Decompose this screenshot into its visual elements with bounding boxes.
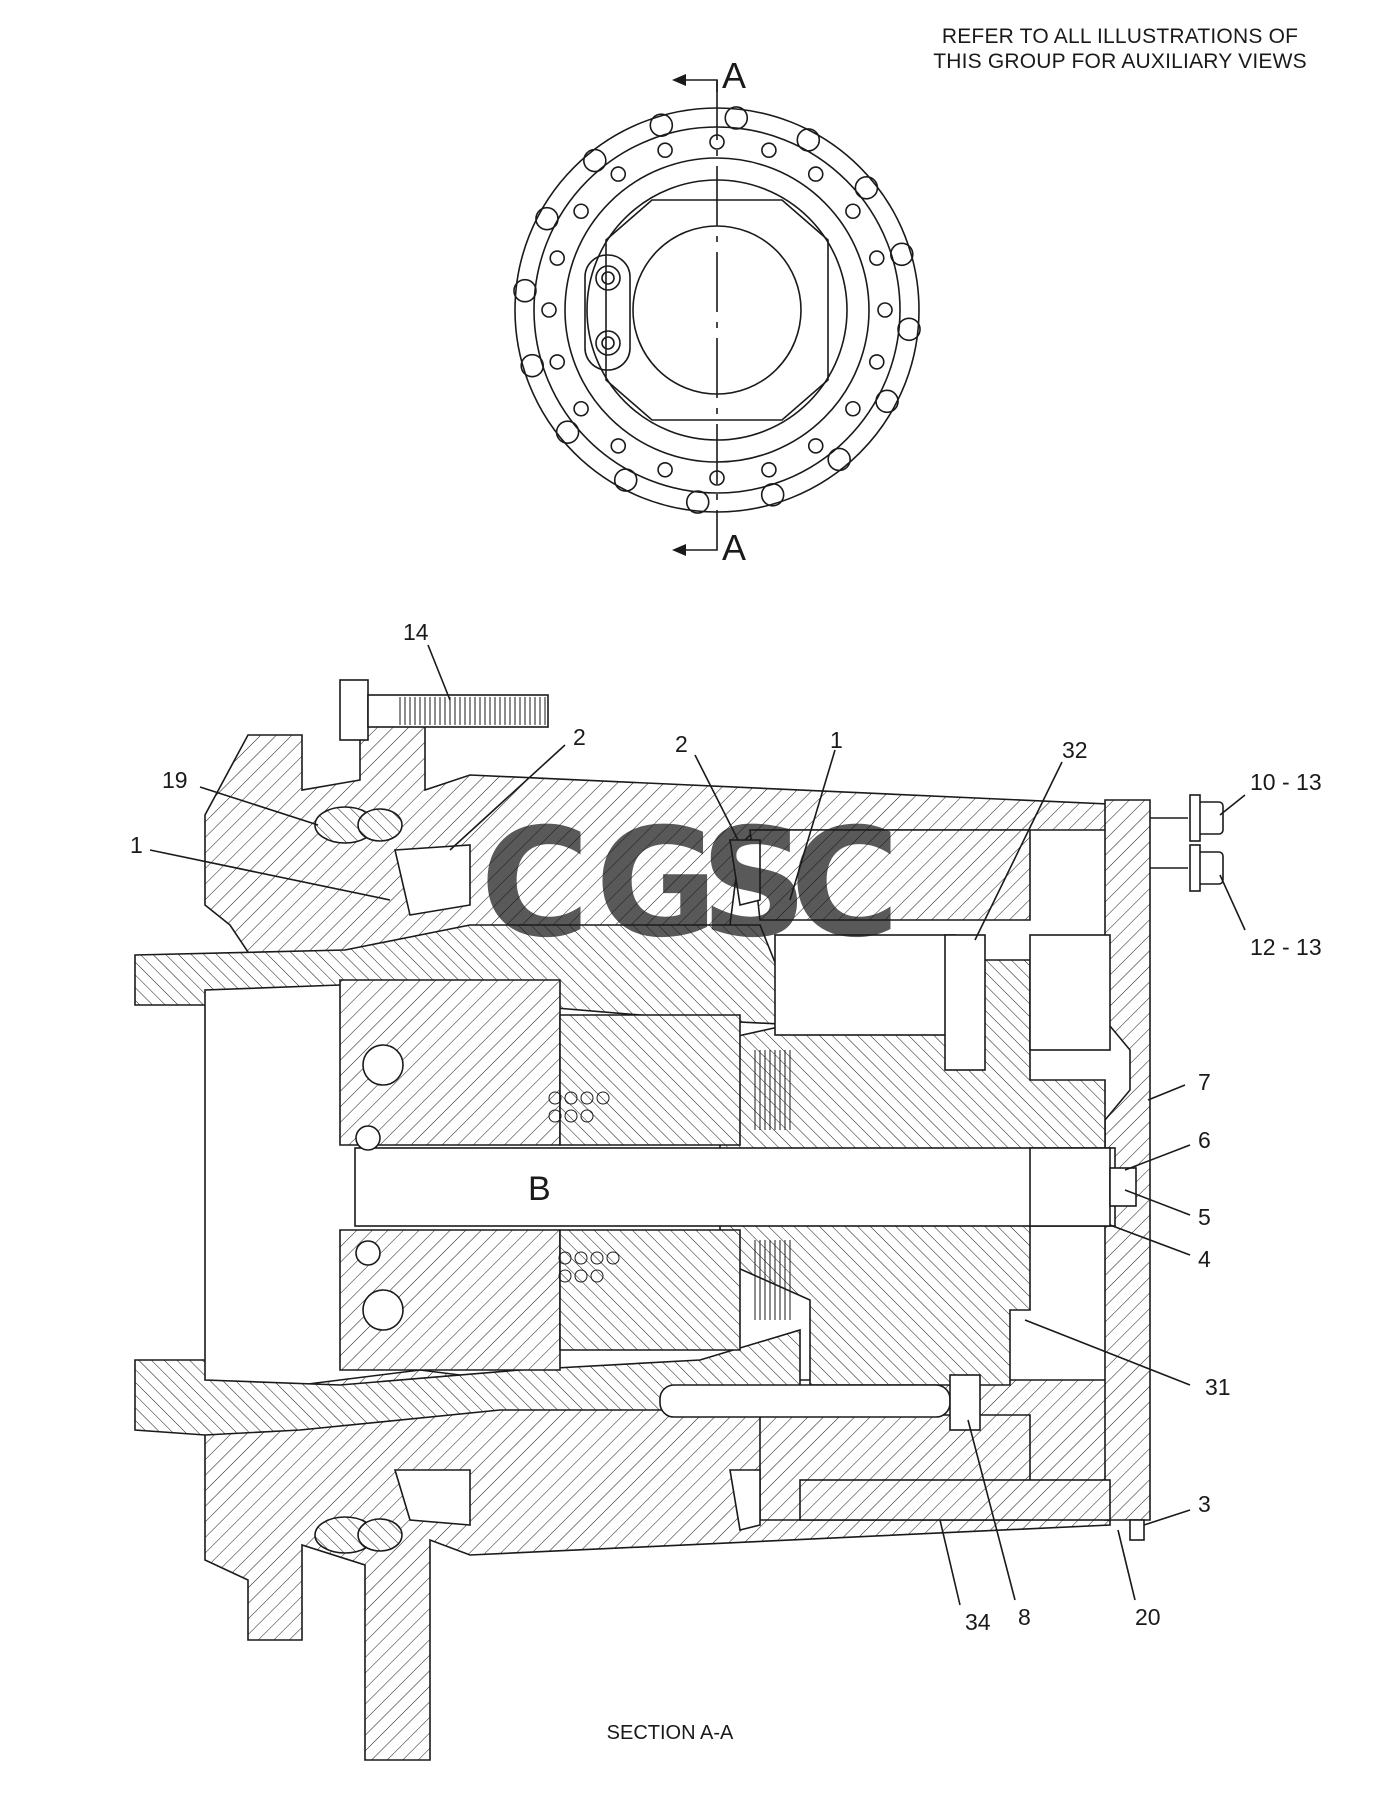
- callout-label-12-13: 12 - 13: [1250, 934, 1322, 960]
- callout-4: 4: [1109, 1224, 1211, 1272]
- bolt-hole: [549, 354, 566, 370]
- callout-31: 31: [1024, 1319, 1231, 1400]
- bolt-hole: [877, 302, 893, 318]
- watermark-letter-3: S: [700, 797, 808, 971]
- callout-label-6: 6: [1198, 1127, 1211, 1153]
- spring-coil: [574, 1251, 588, 1265]
- callout-5: 5: [1124, 1189, 1211, 1230]
- callout-20: 20: [1117, 1529, 1161, 1630]
- spring-coil: [606, 1251, 620, 1265]
- bolt-hole: [760, 482, 785, 507]
- bolt-hole: [610, 166, 627, 182]
- spring-coil: [564, 1109, 578, 1123]
- bolt-hole: [685, 490, 710, 514]
- callout-label-2-center: 2: [675, 731, 688, 757]
- spring-coil: [548, 1091, 562, 1105]
- bolt-hole: [807, 438, 824, 454]
- reference-note-line-1: REFER TO ALL ILLUSTRATIONS OF: [941, 25, 1299, 48]
- bolt-hole: [875, 389, 899, 414]
- detail-label-b: B: [528, 1170, 551, 1208]
- callout-7: 7: [1147, 1069, 1211, 1101]
- bolt-hole: [845, 203, 861, 220]
- spring-coil: [558, 1269, 572, 1283]
- bolt-hole: [535, 206, 559, 231]
- watermark-letter-2: G: [595, 797, 718, 971]
- bolt-hole: [657, 142, 673, 159]
- callout-label-8: 8: [1018, 1604, 1031, 1630]
- callout-label-32: 32: [1062, 737, 1088, 763]
- bolt-hole: [807, 166, 824, 182]
- bolt-hole: [549, 250, 566, 266]
- section-view: [134, 679, 1224, 1761]
- spring-coil: [580, 1109, 594, 1123]
- callout-label-1-left: 1: [130, 832, 143, 858]
- callout-label-20: 20: [1135, 1604, 1161, 1630]
- reference-note-line-2: THIS GROUP FOR AUXILIARY VIEWS: [933, 50, 1307, 73]
- watermark-letter-4: C: [790, 797, 900, 971]
- bolt-hole: [868, 250, 885, 266]
- bolt-hole: [889, 242, 914, 267]
- callout-label-34: 34: [965, 1609, 991, 1635]
- callout-label-4: 4: [1198, 1246, 1211, 1272]
- callout-label-10-13: 10 - 13: [1250, 769, 1322, 795]
- callout-14: 14: [403, 619, 451, 701]
- callout-10-13: 10 - 13: [1219, 769, 1322, 816]
- spring-coil: [564, 1091, 578, 1105]
- bolt-hole: [573, 203, 589, 220]
- callout-1-left: 1: [130, 832, 391, 901]
- bolt-hole: [854, 176, 879, 200]
- bolt-hole: [573, 400, 589, 417]
- callout-label-19: 19: [162, 767, 188, 793]
- callout-1-center: 1: [789, 727, 843, 901]
- bolt-hole: [845, 400, 861, 417]
- spring-coil: [574, 1269, 588, 1283]
- spring-coil: [580, 1091, 594, 1105]
- callout-3: 3: [1143, 1491, 1211, 1526]
- callout-34: 34: [939, 1519, 991, 1635]
- callout-label-7: 7: [1198, 1069, 1211, 1095]
- callout-2-left: 2: [449, 724, 586, 851]
- bolt-hole: [555, 420, 580, 444]
- callout-label-2-left: 2: [573, 724, 586, 750]
- callout-2-center: 2: [675, 731, 739, 841]
- bolt-hole: [513, 278, 537, 303]
- bolt-hole: [827, 447, 851, 472]
- callout-label-5: 5: [1198, 1204, 1211, 1230]
- callout-12-13: 12 - 13: [1219, 874, 1322, 960]
- bolt-hole: [613, 468, 638, 492]
- callout-8: 8: [967, 1419, 1031, 1630]
- callout-label-1-center: 1: [830, 727, 843, 753]
- section-marker-bottom: A: [722, 527, 746, 568]
- callout-label-31: 31: [1205, 1374, 1231, 1400]
- callout-32: 32: [974, 737, 1088, 941]
- spring-coil: [596, 1091, 610, 1105]
- section-marker-top: A: [722, 55, 746, 96]
- spring-coil: [590, 1269, 604, 1283]
- bolt-hole: [761, 461, 777, 478]
- callout-6: 6: [1124, 1127, 1211, 1171]
- watermark-logo: C G S C: [480, 797, 900, 971]
- bolt-hole: [657, 461, 673, 478]
- bolt-hole: [649, 113, 674, 138]
- bolt-hole: [520, 353, 545, 378]
- bolt-hole: [761, 142, 777, 159]
- section-title: SECTION A-A: [606, 1722, 734, 1744]
- callout-label-3: 3: [1198, 1491, 1211, 1517]
- spring-coil: [548, 1109, 562, 1123]
- bolt-hole: [541, 302, 557, 318]
- bolt-hole: [868, 354, 885, 370]
- bolt-hole: [724, 106, 749, 130]
- spring-coil: [590, 1251, 604, 1265]
- callout-19: 19: [162, 767, 319, 826]
- callout-label-14: 14: [403, 619, 429, 645]
- bolt-hole: [610, 438, 627, 454]
- reference-note: REFER TO ALL ILLUSTRATIONS OF THIS GROUP…: [900, 24, 1340, 74]
- watermark-letter-1: C: [480, 797, 590, 971]
- end-view: [513, 74, 921, 556]
- spring-coil: [558, 1251, 572, 1265]
- bolt-hole: [897, 317, 921, 342]
- bolt-hole: [583, 148, 607, 173]
- bolt-hole: [796, 128, 821, 152]
